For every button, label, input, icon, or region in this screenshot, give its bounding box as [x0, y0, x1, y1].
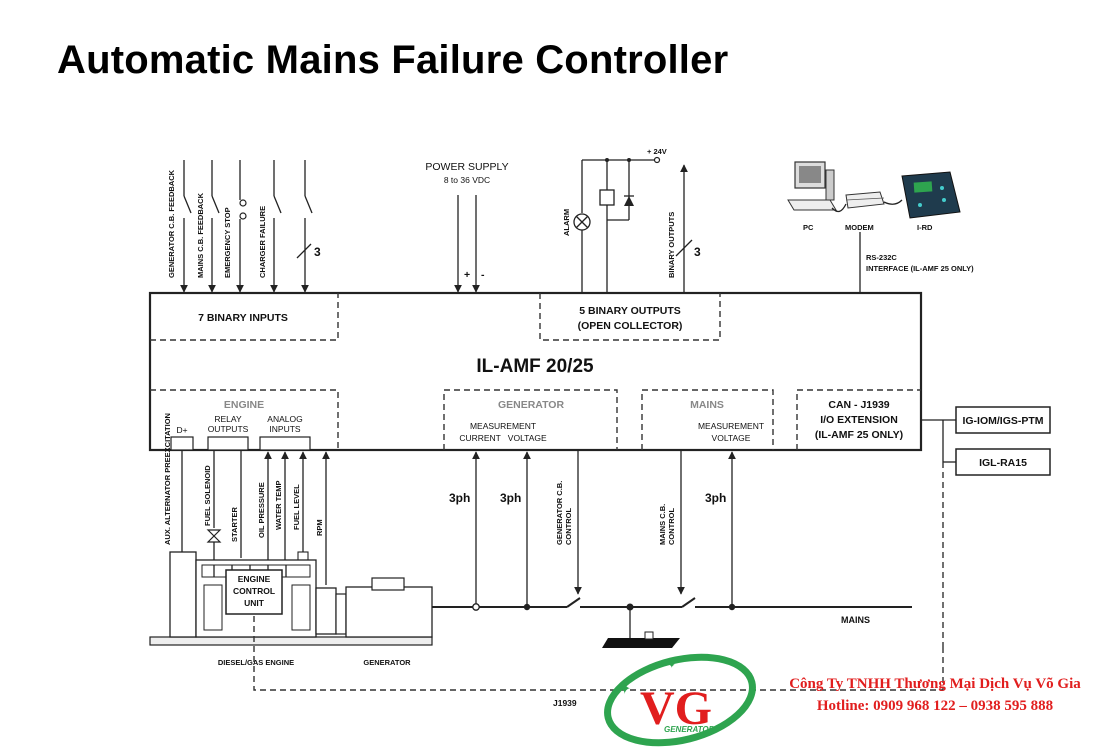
relay-outputs-label-1: RELAY [214, 414, 242, 424]
pc-modem-link [831, 203, 847, 213]
generator-label: GENERATOR [363, 658, 411, 667]
binary-input-wires [180, 160, 313, 293]
signal-rpm: RPM [315, 519, 324, 536]
binary-output-wires [573, 156, 693, 293]
company-name: Công Ty TNHH Thương Mại Dịch Vụ Võ Gia [789, 676, 1081, 692]
d-plus-label: D+ [176, 425, 187, 435]
input-charger-failure: CHARGER FAILURE [258, 206, 267, 278]
can-label-2: I/O EXTENSION [820, 414, 898, 426]
page-title: Automatic Mains Failure Controller [57, 38, 729, 82]
ecu-label-3: UNIT [244, 598, 265, 608]
binary-inputs-label: 7 BINARY INPUTS [198, 312, 288, 324]
ecu-box [225, 569, 283, 615]
engine-label: DIESEL/GAS ENGINE [218, 658, 294, 667]
signal-aux-alternator: AUX. ALTERNATOR PREEXCITATION [163, 413, 172, 545]
output-binary-outputs-label: BINARY OUTPUTS [667, 212, 676, 278]
phase-label-2: 3ph [500, 491, 521, 505]
binary-outputs-section [539, 293, 721, 341]
vg-generator-logo: VG GENERATOR ✦ ✦ [604, 653, 756, 747]
input-generator-cb-feedback: GENERATOR C.B. FEEDBACK [167, 169, 176, 278]
relay-outputs-label-2: OUTPUTS [208, 424, 249, 434]
relay-outputs-terminal [207, 436, 249, 451]
j1939-label: J1939 [553, 698, 577, 708]
engine-section-label: ENGINE [224, 399, 264, 411]
engine-signal-wires [181, 450, 330, 585]
output-supply-label: + 24V [647, 147, 667, 156]
gen-measurement-label: MEASUREMENT [470, 421, 536, 431]
modem-label: MODEM [845, 223, 874, 232]
j1939-link [253, 616, 944, 691]
controller-model: IL-AMF 20/25 [476, 356, 594, 377]
ird-panel-icon [901, 171, 961, 219]
analog-inputs-label-1: ANALOG [267, 414, 302, 424]
power-bus [432, 450, 912, 638]
extension-ra15-label: IGL-RA15 [979, 457, 1027, 469]
extension-iom-label: IG-IOM/IGS-PTM [962, 415, 1043, 427]
company-hotline: Hotline: 0909 968 122 – 0938 595 888 [816, 698, 1054, 714]
engine-section [150, 389, 339, 450]
generator-section-label: GENERATOR [498, 399, 565, 411]
company-info: Công Ty TNHH Thương Mại Dịch Vụ Võ Gia H… [770, 676, 1100, 715]
binary-outputs-label-1: 5 BINARY OUTPUTS [579, 305, 681, 317]
signal-starter: STARTER [230, 507, 239, 542]
extension-iom-box [955, 406, 1051, 434]
can-section [796, 389, 921, 450]
sparkle-small-icon: ✦ [668, 660, 676, 670]
ecu-label-2: CONTROL [233, 586, 275, 596]
input-mains-cb-feedback: MAINS C.B. FEEDBACK [196, 192, 205, 278]
phase-label-3: 3ph [705, 491, 726, 505]
gen-cb-control-1: GENERATOR C.B. [555, 481, 564, 545]
d-plus-terminal [170, 436, 194, 451]
generator-section [443, 389, 618, 450]
signal-fuel-solenoid: FUEL SOLENOID [203, 465, 212, 526]
power-minus-sign: - [481, 269, 485, 281]
signal-oil-pressure: OIL PRESSURE [257, 482, 266, 538]
power-supply-label: POWER SUPPLY [425, 161, 508, 173]
analog-inputs-terminal [259, 436, 311, 451]
input-count: 3 [314, 245, 321, 259]
power-plus-sign: + [464, 269, 470, 281]
sparkle-icon: ✦ [618, 681, 631, 698]
analog-inputs-label-2: INPUTS [269, 424, 301, 434]
can-label-3: (IL-AMF 25 ONLY) [815, 429, 903, 441]
mains-measurement-label: MEASUREMENT [698, 421, 764, 431]
mains-section [641, 389, 774, 450]
output-alarm-label: ALARM [562, 209, 571, 236]
binary-inputs-section [150, 293, 339, 341]
mains-cb-control-1: MAINS C.B. [658, 504, 667, 545]
phase-label-1: 3ph [449, 491, 470, 505]
gen-cb-control-2: CONTROL [564, 508, 573, 545]
controller-box [148, 291, 923, 452]
ird-label: I-RD [917, 223, 933, 232]
can-label-1: CAN - J1939 [828, 399, 889, 411]
mains-cb-control-2: CONTROL [667, 508, 676, 545]
rs232-label-2: INTERFACE (IL-AMF 25 ONLY) [866, 264, 974, 273]
load-icon [602, 631, 680, 648]
ecu-label-1: ENGINE [238, 574, 271, 584]
pc-label: PC [803, 223, 814, 232]
pc-icon [787, 161, 837, 211]
output-count: 3 [694, 245, 701, 259]
signal-fuel-level: FUEL LEVEL [292, 484, 301, 530]
modem-icon [845, 191, 885, 209]
logo-letters: VG [640, 682, 712, 735]
mains-voltage-label: VOLTAGE [712, 433, 751, 443]
binary-outputs-label-2: (OPEN COLLECTOR) [578, 320, 683, 332]
input-emergency-stop: EMERGENCY STOP [223, 207, 232, 278]
extension-ra15-box [955, 448, 1051, 476]
signal-water-temp: WATER TEMP [274, 481, 283, 530]
rs232-label-1: RS-232C [866, 253, 897, 262]
gen-current-voltage-label: CURRENT VOLTAGE [459, 433, 547, 443]
generator-icon [335, 577, 433, 638]
mains-section-label: MAINS [690, 399, 724, 411]
mains-label: MAINS [841, 615, 870, 625]
power-supply-range: 8 to 36 VDC [444, 175, 490, 185]
modem-ird-link [883, 199, 903, 205]
logo-subtext: GENERATOR [664, 725, 715, 734]
